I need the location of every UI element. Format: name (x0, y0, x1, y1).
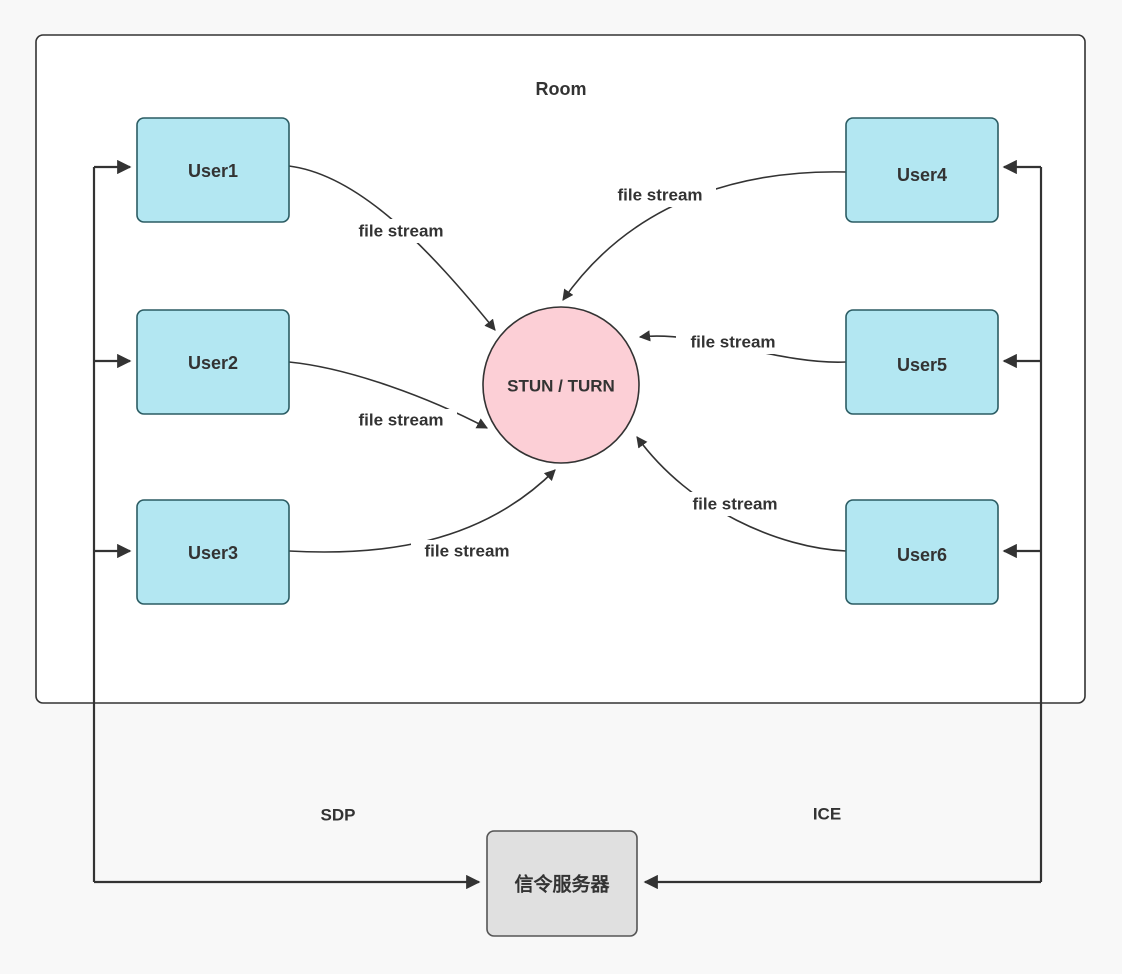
user5-box[interactable] (845, 309, 999, 415)
signaling-server-box[interactable] (486, 830, 638, 937)
edge-label-user4-file-stream: file stream (617, 185, 702, 204)
node-user4[interactable]: User4 (845, 117, 999, 223)
node-stun-turn[interactable]: STUN / TURN (482, 306, 640, 464)
user6-box[interactable] (845, 499, 999, 605)
node-user6[interactable]: User6 (845, 499, 999, 605)
edge-user6-to-stun (636, 436, 847, 552)
node-signaling-server[interactable]: 信令服务器 (486, 830, 638, 937)
edge-label-sdp: SDP (321, 805, 356, 824)
edge-label-user5-file-stream: file stream (690, 332, 775, 351)
user2-box[interactable] (136, 309, 290, 415)
signaling-server-label: 信令服务器 (514, 873, 610, 896)
user4-box[interactable] (845, 117, 999, 223)
user5-label: User5 (897, 355, 947, 375)
node-user5[interactable]: User5 (845, 309, 999, 415)
stun-turn-label: STUN / TURN (507, 376, 615, 395)
user1-box[interactable] (136, 117, 290, 223)
stun-turn-circle[interactable] (482, 306, 640, 464)
user6-label: User6 (897, 545, 947, 565)
node-user3[interactable]: User3 (136, 499, 290, 605)
user2-label: User2 (188, 353, 238, 373)
edge-user2-to-stun (288, 361, 488, 429)
edge-label-user3-file-stream: file stream (424, 541, 509, 560)
node-user1[interactable]: User1 (136, 117, 290, 223)
room-title: Room (536, 79, 587, 99)
edge-label-user6-file-stream: file stream (692, 494, 777, 513)
edge-label-user1-file-stream: file stream (358, 221, 443, 240)
user3-label: User3 (188, 543, 238, 563)
edge-label-user2-file-stream: file stream (358, 410, 443, 429)
node-user2[interactable]: User2 (136, 309, 290, 415)
user4-label: User4 (897, 165, 947, 185)
edge-label-ice: ICE (813, 804, 841, 823)
user1-label: User1 (188, 161, 238, 181)
user3-box[interactable] (136, 499, 290, 605)
